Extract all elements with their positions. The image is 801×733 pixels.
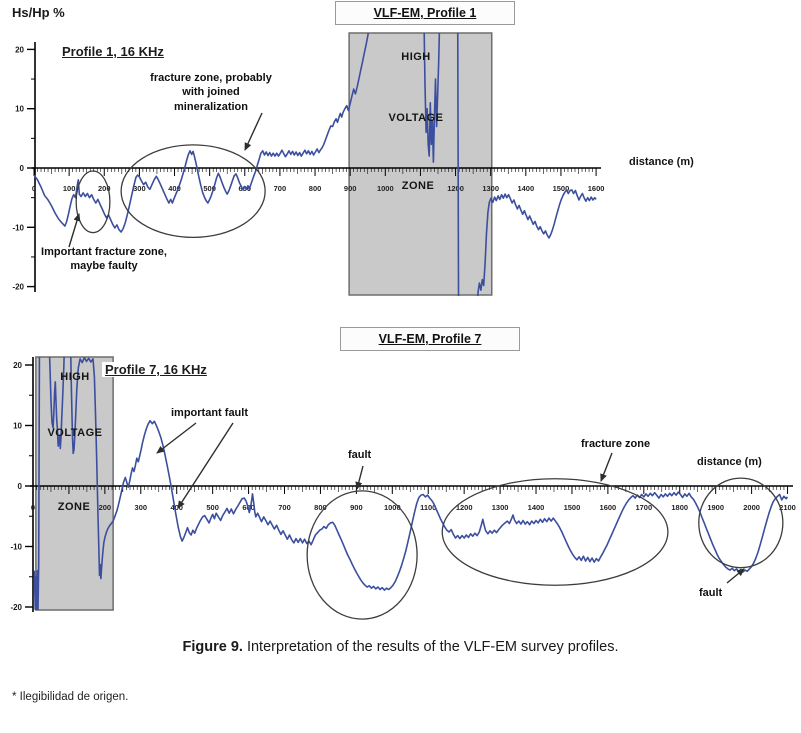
annotation-arrow: [177, 422, 234, 509]
chart1-x-axis-title: distance (m): [629, 156, 694, 168]
y-tick-label: -10: [10, 543, 22, 552]
x-tick-label: 300: [135, 503, 148, 512]
x-tick-label: 1600: [588, 184, 605, 193]
profile-curve: [34, 33, 597, 296]
y-tick-label: -20: [12, 283, 24, 292]
chart2-zone-word-zone: ZONE: [57, 501, 91, 513]
y-tick-label: 0: [18, 482, 23, 491]
x-ticks: [33, 168, 597, 176]
figure-caption-number: Figure 9.: [182, 639, 243, 655]
x-tick-label: 1000: [377, 184, 394, 193]
x-tick-label: 1400: [517, 184, 534, 193]
x-tick-label: 900: [350, 503, 363, 512]
x-tick-label: 1500: [553, 184, 570, 193]
chart1-title: VLF-EM, Profile 1: [373, 6, 477, 20]
x-tick-label: 1600: [600, 503, 617, 512]
x-tick-label: 1200: [456, 503, 473, 512]
x-tick-label: 1900: [707, 503, 724, 512]
x-tick-label: 1400: [528, 503, 545, 512]
chart2-annotation-fault-right: fault: [699, 587, 723, 599]
x-tick-label: 1300: [482, 184, 499, 193]
axes: [32, 42, 601, 292]
x-tick-label: 2000: [743, 503, 760, 512]
x-tick-label: 0: [31, 503, 35, 512]
chart2-annotation-fracture-zone: fracture zone: [581, 438, 651, 450]
x-tick-label: 500: [203, 184, 216, 193]
chart2-subtitle: Profile 7, 16 KHz: [102, 362, 210, 377]
chart1-zone-word-zone: ZONE: [401, 180, 435, 192]
figure-caption: Figure 9. Interpretation of the results …: [0, 639, 801, 655]
y-axis-label: Hs/Hp %: [12, 5, 65, 20]
axes: [30, 357, 793, 612]
x-tick-label: 800: [314, 503, 327, 512]
chart2-zone-word-voltage: VOLTAGE: [47, 427, 103, 439]
x-tick-label: 300: [133, 184, 146, 193]
x-tick-label: 700: [274, 184, 287, 193]
interpretation-ellipse: [441, 478, 669, 586]
y-tick-label: 10: [15, 105, 24, 114]
high-voltage-zone-box: [348, 32, 493, 296]
y-ticks: 20 10 0 -10 -20: [12, 45, 35, 292]
chart1-annotation-fracture-zone: fracture zone, probably with joined mine…: [150, 72, 272, 113]
annotation-arrow: [355, 465, 364, 490]
x-tick-label: 900: [344, 184, 357, 193]
interpretation-ellipse: [306, 490, 418, 620]
x-tick-label: 700: [278, 503, 291, 512]
interpretation-ellipse: [120, 144, 266, 239]
high-voltage-zone-box: [35, 356, 114, 611]
x-tick-labels: 0 100 200 300 400 500 600 700 800 900 1000 1200 1300…: [32, 184, 605, 193]
annotation-arrow: [726, 568, 745, 584]
chart1-annotation-important-fracture: Important fracture zone, maybe faulty: [41, 246, 167, 273]
x-tick-label: 0: [32, 184, 36, 193]
chart2-title: VLF-EM, Profile 7: [378, 332, 482, 346]
y-tick-label: -10: [12, 223, 24, 232]
y-tick-label: 0: [20, 164, 25, 173]
x-tick-label: 200: [98, 184, 111, 193]
chart2-zone-word-high: HIGH: [60, 371, 90, 383]
x-tick-label: 1700: [635, 503, 652, 512]
interpretation-ellipse: [75, 170, 111, 234]
y-ticks: 20 10 0 -10 -20: [10, 361, 33, 612]
y-tick-label: -20: [10, 603, 22, 612]
footnote: * Ilegibilidad de origen.: [12, 691, 129, 703]
annotation-arrow: [68, 213, 81, 248]
chart1-zone-word-voltage: VOLTAGE: [388, 112, 444, 124]
x-tick-label: 400: [168, 184, 181, 193]
profile-curve: [33, 357, 789, 610]
x-tick-label: 200: [99, 503, 112, 512]
chart2-x-axis-title: distance (m): [697, 456, 762, 468]
x-tick-label: 500: [206, 503, 219, 512]
figure-caption-text: Interpretation of the results of the VLF…: [242, 639, 619, 655]
y-tick-label: 10: [13, 422, 22, 431]
x-tick-label: 1800: [671, 503, 688, 512]
chart2-annotation-fault-left: fault: [348, 449, 372, 461]
chart2-annotation-important-fault: important fault: [171, 407, 248, 419]
chart1-title-box: VLF-EM, Profile 1: [335, 1, 515, 25]
x-tick-label: 1000: [384, 503, 401, 512]
x-tick-label: 1100: [420, 503, 436, 512]
interpretation-ellipse: [698, 477, 784, 569]
annotation-arrow: [244, 112, 263, 151]
x-tick-label: 2100: [779, 503, 796, 512]
chart2-title-box: VLF-EM, Profile 7: [340, 327, 520, 351]
annotation-arrow: [600, 452, 613, 482]
chart1-zone-word-high: HIGH: [401, 51, 431, 63]
x-tick-label: 1200: [447, 184, 464, 193]
chart1-subtitle: Profile 1, 16 KHz: [62, 44, 164, 59]
x-tick-label: 1300: [492, 503, 509, 512]
x-tick-label: 400: [170, 503, 183, 512]
x-tick-label: 1500: [564, 503, 581, 512]
x-tick-label: 800: [309, 184, 322, 193]
y-tick-label: 20: [13, 361, 22, 370]
annotation-arrow: [156, 422, 197, 454]
x-tick-label: 100: [63, 184, 76, 193]
x-tick-label: 600: [239, 184, 252, 193]
y-tick-label: 20: [15, 45, 24, 54]
